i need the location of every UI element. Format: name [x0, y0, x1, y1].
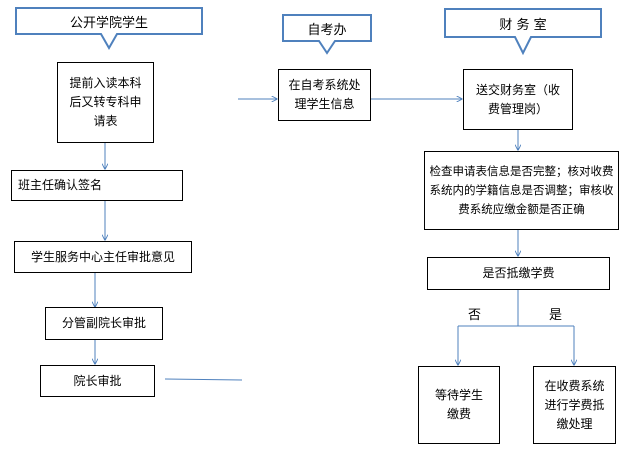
- wait-payment-box: 等待学生缴费: [418, 366, 500, 444]
- send-finance-text: 送交财务室（收费管理岗）: [475, 82, 560, 116]
- service-center-box: 学生服务中心主任审批意见: [14, 241, 192, 273]
- president-text: 院长审批: [73, 373, 122, 388]
- header-arrow-shape-self-study: [282, 14, 372, 55]
- president-box: 院长审批: [40, 365, 155, 397]
- offset-process-text: 在收费系统进行学费抵缴处理: [544, 378, 605, 431]
- offset-decision-box: 是否抵缴学费: [427, 257, 610, 290]
- branch-no-label: 否: [468, 308, 482, 323]
- header-arrow-shape-finance: [444, 8, 602, 55]
- header-self-study-office: 自考办: [307, 22, 347, 38]
- header-college-students: 公开学院学生: [69, 15, 148, 31]
- header-finance-office: 财 务 室: [499, 17, 547, 33]
- offset-process-box: 在收费系统进行学费抵缴处理: [533, 366, 616, 444]
- service-center-text: 学生服务中心主任审批意见: [30, 249, 175, 264]
- check-info-text: 检查申请表信息是否完整；核对收费系统内的学籍信息是否调整；审核收费系统应缴金额是…: [429, 164, 614, 216]
- process-info-box: 在自考系统处理学生信息: [278, 69, 371, 121]
- apply-form-text: 提前入读本科后又转专科申请表: [69, 76, 142, 128]
- check-info-box: 检查申请表信息是否完整；核对收费系统内的学籍信息是否调整；审核收费系统应缴金额是…: [424, 151, 619, 230]
- vice-president-text: 分管副院长审批: [61, 316, 146, 330]
- connector-president-line: [164, 378, 243, 381]
- header-arrow-shape-college: [15, 7, 203, 50]
- apply-form-box: 提前入读本科后又转专科申请表: [57, 62, 154, 143]
- offset-decision-text: 是否抵缴学费: [482, 266, 555, 280]
- class-teacher-box: 班主任确认签名: [11, 170, 183, 201]
- branch-yes-label: 是: [549, 308, 563, 323]
- send-finance-box: 送交财务室（收费管理岗）: [463, 69, 573, 130]
- process-info-text: 在自考系统处理学生信息: [288, 78, 361, 111]
- wait-payment-text: 等待学生缴费: [434, 388, 483, 421]
- vice-president-box: 分管副院长审批: [45, 307, 163, 340]
- class-teacher-text: 班主任确认签名: [18, 178, 103, 192]
